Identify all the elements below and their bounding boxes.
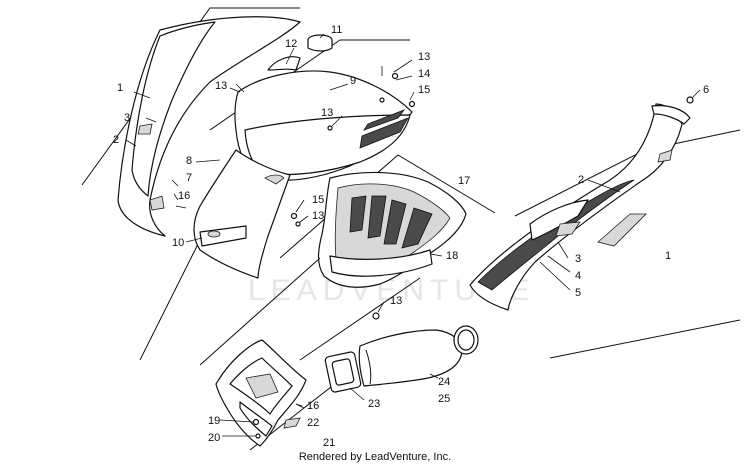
callout-label: 20 <box>208 432 220 444</box>
callout-label: 13 <box>321 107 333 119</box>
callout-label: 4 <box>575 270 581 282</box>
front-hood <box>209 34 416 181</box>
air-duct <box>324 325 479 393</box>
callout-label: 16 <box>307 400 319 412</box>
callout-label: 16 <box>178 190 190 202</box>
callout-label: 15 <box>418 84 430 96</box>
callout-label: 12 <box>285 38 297 50</box>
callout-label: 2 <box>578 174 584 186</box>
callout-label: 19 <box>208 415 220 427</box>
callout-label: 13 <box>215 80 227 92</box>
callout-label: 1 <box>665 250 671 262</box>
callout-label: 9 <box>350 75 356 87</box>
callout-label: 13 <box>390 295 402 307</box>
callout-label: 6 <box>703 84 709 96</box>
callout-label: 14 <box>418 68 430 80</box>
callout-label: 3 <box>575 253 581 265</box>
callout-label: 17 <box>458 175 470 187</box>
hood-lower-panel <box>193 149 301 279</box>
lower-front-panel <box>199 257 341 451</box>
callout-label: 13 <box>418 51 430 63</box>
callout-label: 18 <box>446 250 458 262</box>
callout-label: 7 <box>186 172 192 184</box>
callout-label: 23 <box>368 398 380 410</box>
callout-label: 10 <box>172 237 184 249</box>
callout-label: 21 <box>323 437 335 449</box>
storage-tray <box>279 154 496 361</box>
callout-label: 1 <box>117 82 123 94</box>
callout-label: 13 <box>312 210 324 222</box>
right-side-panel <box>469 96 741 359</box>
footer-credit: Rendered by LeadVenture, Inc. <box>298 451 452 463</box>
leader-lines <box>125 33 701 437</box>
callout-label: 8 <box>186 155 192 167</box>
callout-label: 15 <box>312 194 324 206</box>
callout-label: 11 <box>331 24 342 36</box>
callout-labels: 1 3 2 7 16 8 10 12 11 13 9 13 14 15 13 1… <box>113 24 709 449</box>
callout-label: 2 <box>113 134 119 146</box>
callout-label: 25 <box>438 393 450 405</box>
left-side-panel <box>81 7 301 361</box>
callout-label: 24 <box>438 376 450 388</box>
callout-label: 3 <box>124 112 130 124</box>
callout-label: 5 <box>575 287 581 299</box>
callout-label: 22 <box>307 417 319 429</box>
